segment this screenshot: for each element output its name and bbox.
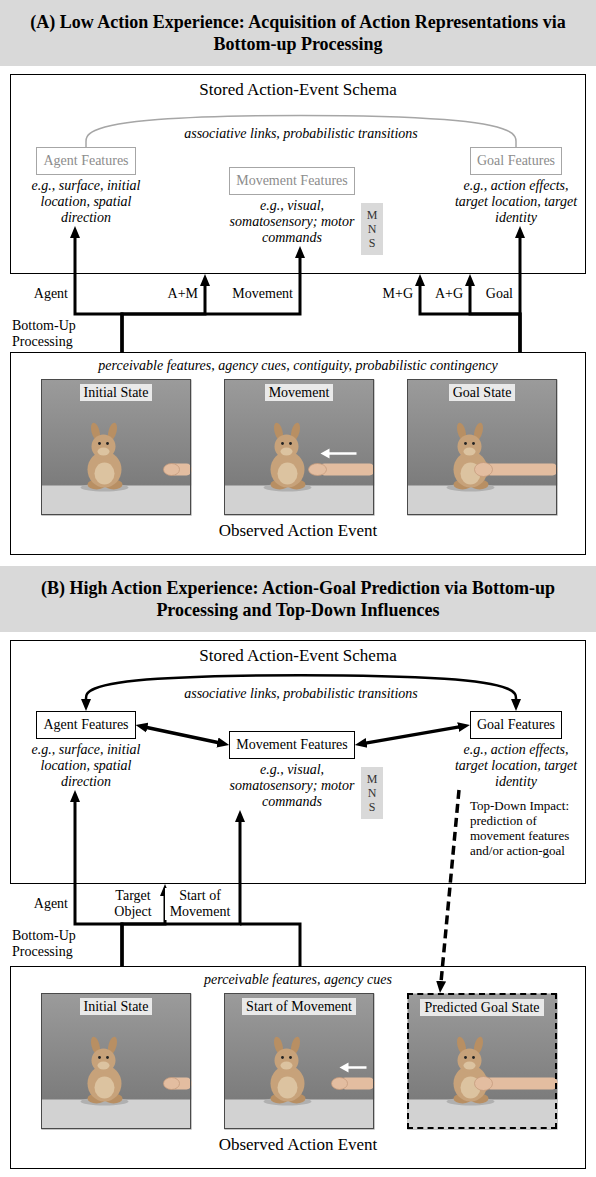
connector <box>122 282 205 352</box>
mns-box: M N S <box>361 767 383 819</box>
header-text: (A) Low Action Experience: Acquisition o… <box>18 11 578 55</box>
photo-scene <box>408 380 558 516</box>
photo-arm <box>475 1077 558 1091</box>
photo-scene <box>225 994 375 1130</box>
photo-arm <box>475 463 558 477</box>
feature-name: Agent Features <box>36 711 135 739</box>
photo-frame: Goal State <box>407 379 557 515</box>
photo-frame: Initial State <box>41 379 191 515</box>
connector <box>75 798 122 966</box>
edge-label: Agent <box>32 896 70 912</box>
connector <box>122 892 165 966</box>
event-box: perceivable features, agency cues, conti… <box>10 352 586 555</box>
box-title: Stored Action-Event Schema <box>11 75 585 100</box>
event-box: perceivable features, agency cuesObserve… <box>10 966 586 1169</box>
photo-arm <box>309 449 375 476</box>
header-text: (B) High Action Experience: Action-Goal … <box>18 577 578 621</box>
feature-box: Goal Features e.g., action effects, targe… <box>451 147 581 226</box>
cue-text: perceivable features, agency cues <box>11 967 585 989</box>
feature-box: Agent Features e.g., surface, initial loc… <box>21 147 151 226</box>
schema-box: Stored Action-Event SchemaAgent Features… <box>10 74 586 274</box>
photo-arm <box>164 464 192 476</box>
mns-box: M N S <box>361 203 383 255</box>
photo-scene <box>225 380 375 516</box>
photo-frame: Predicted Goal State <box>407 993 557 1129</box>
edge-label: Goal <box>484 286 515 302</box>
connector <box>86 675 516 703</box>
feature-examples: e.g., action effects, target location, t… <box>451 178 581 226</box>
connector <box>143 727 221 744</box>
connector-group <box>75 115 520 985</box>
feature-examples: e.g., surface, initial location, spatial… <box>21 742 151 790</box>
connector <box>86 115 516 147</box>
photo-frame: Start of Movement <box>224 993 374 1129</box>
bus-bracket <box>240 924 300 966</box>
event-title: Observed Action Event <box>11 1135 585 1155</box>
feature-examples: e.g., visual, somatosensory; motor comma… <box>227 198 357 246</box>
side-label: Bottom-Up Processing <box>12 928 112 960</box>
connector <box>420 282 520 352</box>
connector <box>75 234 122 352</box>
photo-label: Predicted Goal State <box>420 999 543 1016</box>
mns-label: M N S <box>365 772 379 814</box>
feature-examples: e.g., visual, somatosensory; motor comma… <box>227 762 357 810</box>
feature-box: Agent Features e.g., surface, initial loc… <box>21 711 151 790</box>
header-band: (A) Low Action Experience: Acquisition o… <box>0 0 596 66</box>
edge-label: A+G <box>433 286 465 302</box>
header-band: (B) High Action Experience: Action-Goal … <box>0 566 596 632</box>
feature-name: Agent Features <box>36 147 135 175</box>
edge-label: associative links, probabilistic transit… <box>182 686 420 702</box>
feature-name: Movement Features <box>229 731 355 759</box>
photo-label: Start of Movement <box>242 998 356 1015</box>
connector <box>122 254 300 352</box>
photo-scene <box>408 994 558 1130</box>
edge-label: Top-Down Impact: prediction of movement … <box>468 798 584 858</box>
edge-label: Agent <box>32 286 70 302</box>
photo-scene <box>42 994 192 1130</box>
photo-scene <box>42 380 192 516</box>
feature-name: Movement Features <box>229 167 355 195</box>
photo-label: Initial State <box>80 998 153 1015</box>
photo-arm <box>332 1063 375 1090</box>
schema-box: Stored Action-Event SchemaAgent Features… <box>10 640 586 884</box>
photo-label: Movement <box>265 384 334 401</box>
photo-label: Initial State <box>80 384 153 401</box>
edge-label: Movement <box>230 286 295 302</box>
edge-label: M+G <box>381 286 415 302</box>
edge-label: A+M <box>166 286 200 302</box>
feature-examples: e.g., action effects, target location, t… <box>451 742 581 790</box>
connector <box>122 818 240 966</box>
photo-frame: Movement <box>224 379 374 515</box>
connector <box>470 282 520 352</box>
edge-label: Target Object <box>106 888 160 920</box>
feature-box: Movement Features e.g., visual, somatosen… <box>227 167 357 246</box>
photo-frame: Initial State <box>41 993 191 1129</box>
connector <box>363 726 462 743</box>
mns-label: M N S <box>365 208 379 250</box>
box-title: Stored Action-Event Schema <box>11 641 585 666</box>
cue-text: perceivable features, agency cues, conti… <box>11 353 585 375</box>
event-title: Observed Action Event <box>11 521 585 541</box>
connector <box>441 790 459 985</box>
edge-label: associative links, probabilistic transit… <box>182 126 420 142</box>
feature-name: Goal Features <box>470 711 562 739</box>
feature-examples: e.g., surface, initial location, spatial… <box>21 178 151 226</box>
feature-name: Goal Features <box>470 147 562 175</box>
photo-label: Goal State <box>449 384 516 401</box>
feature-box: Goal Features e.g., action effects, targe… <box>451 711 581 790</box>
connector <box>519 234 522 352</box>
edge-label: Start of Movement <box>165 888 235 920</box>
side-label: Bottom-Up Processing <box>12 318 112 350</box>
feature-box: Movement Features e.g., visual, somatosen… <box>227 731 357 810</box>
photo-arm <box>164 1078 192 1090</box>
